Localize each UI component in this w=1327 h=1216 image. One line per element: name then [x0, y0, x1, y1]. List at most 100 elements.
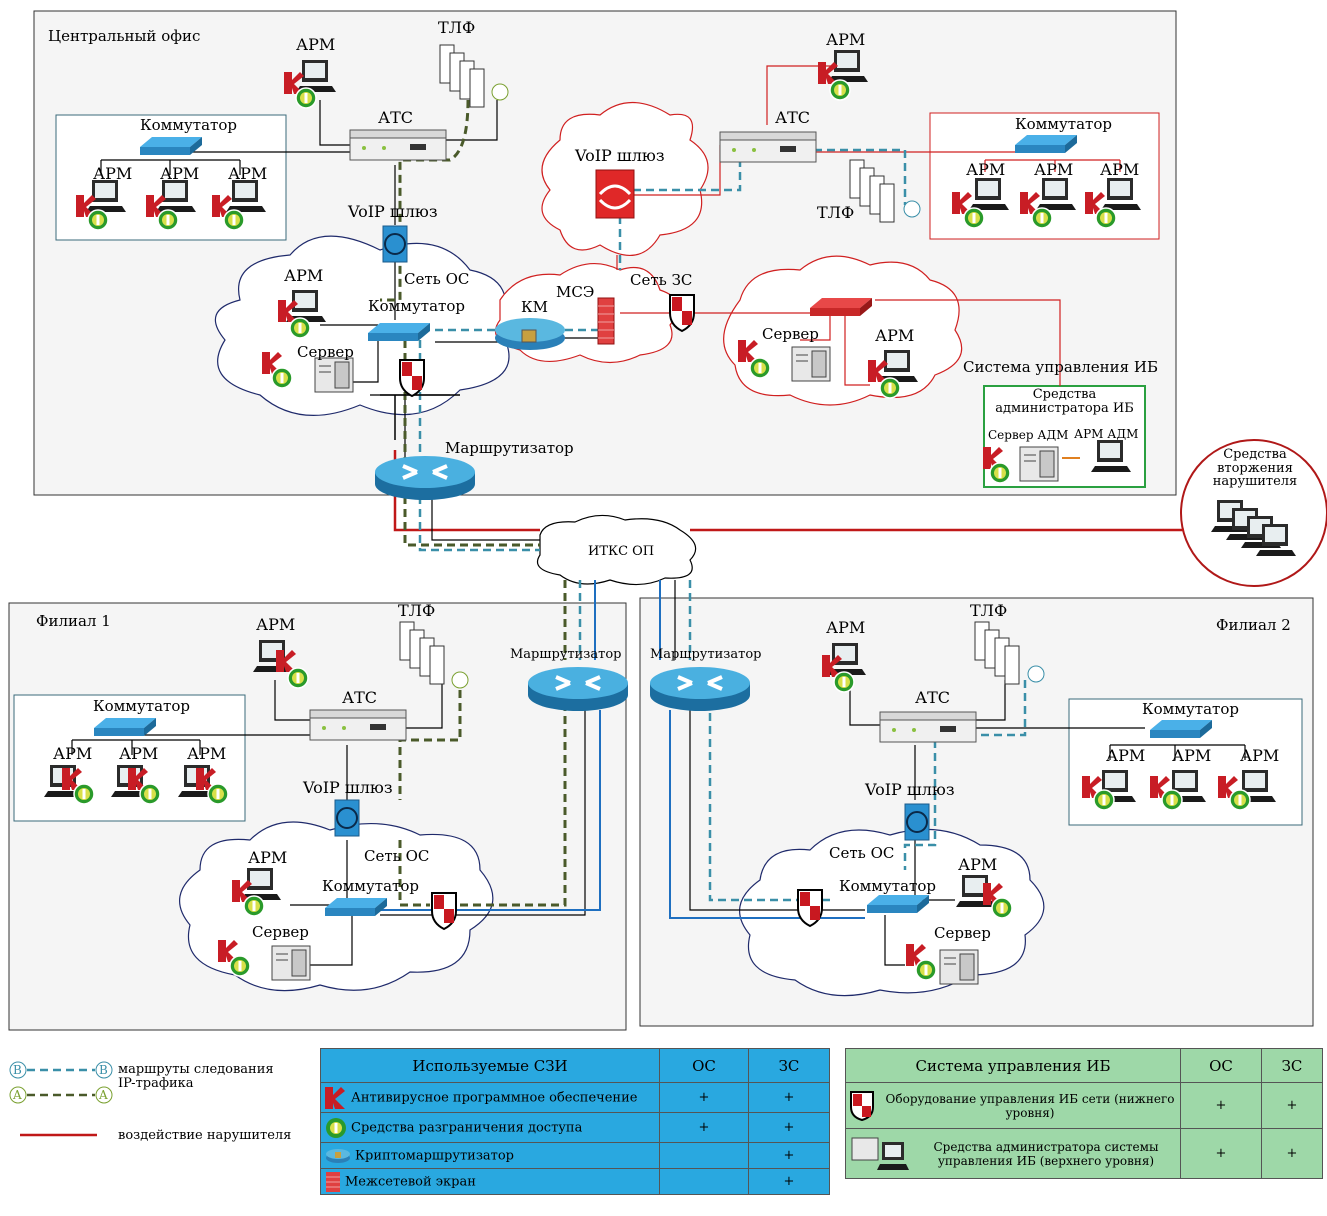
- crypto-router-icon: [326, 1148, 350, 1163]
- firewall-mse: [597, 297, 615, 345]
- arm-label: АРМ: [966, 160, 1006, 179]
- router-branch2: [648, 665, 752, 713]
- ib-row: Оборудование управления ИБ сети (нижнего…: [845, 1082, 1323, 1129]
- arm-label: АРМ: [826, 618, 866, 637]
- intruder-legend-text: воздействие нарушителя: [118, 1128, 292, 1143]
- ats-central-right: [719, 131, 817, 163]
- tlf-label: ТЛФ: [970, 601, 1008, 620]
- voip-red: [594, 168, 636, 220]
- admin-workstation-icon: [851, 1137, 909, 1170]
- szi-row-zs: +: [748, 1112, 830, 1143]
- arm-label: АРМ: [53, 744, 93, 763]
- shield-branch2: [797, 889, 823, 927]
- switch-os-branch2: [867, 895, 929, 913]
- szi-row: Межсетевой экран +: [320, 1168, 830, 1195]
- szi-row: Антивирусное программное обеспечение + +: [320, 1082, 830, 1113]
- net-os-label: Сеть ОС: [829, 844, 895, 862]
- ib-header-os: ОС: [1180, 1048, 1262, 1083]
- ats-central: [349, 129, 447, 161]
- branch1-title: Филиал 1: [36, 612, 111, 630]
- routes-legend-text: маршруты следования IP-трафика: [118, 1062, 274, 1092]
- voip-label: VoIP шлюз: [303, 778, 393, 797]
- szi-row-zs: +: [748, 1082, 830, 1113]
- arm-label: АРМ: [228, 164, 268, 183]
- server-adm-label: Сервер АДМ: [988, 428, 1069, 442]
- szi-row: Средства разграничения доступа + +: [320, 1112, 830, 1143]
- intruder-label: Средства вторжения нарушителя: [1212, 447, 1298, 490]
- arm-label: АРМ: [119, 744, 159, 763]
- szi-row: Криптомаршрутизатор +: [320, 1142, 830, 1169]
- ats-label: АТС: [342, 688, 378, 707]
- mse-label: МСЭ: [556, 283, 595, 301]
- ib-row-os: +: [1180, 1128, 1262, 1179]
- szi-row-zs: +: [748, 1142, 830, 1169]
- switch-central-left: [140, 137, 202, 155]
- arm-label: АРМ: [187, 744, 227, 763]
- switch-branch1-left: [94, 718, 156, 736]
- arm-label: АРМ: [1106, 746, 1146, 765]
- ib-header-name: Система управления ИБ: [845, 1048, 1181, 1083]
- ib-header-zs: ЗС: [1261, 1048, 1323, 1083]
- voip-label: VoIP шлюз: [575, 146, 665, 165]
- arm-label: АРМ: [248, 848, 288, 867]
- voip-branch2: [904, 803, 930, 841]
- szi-row-name: Антивирусное программное обеспечение: [351, 1090, 638, 1105]
- ats-label: АТС: [915, 688, 951, 707]
- voip-label: VoIP шлюз: [865, 780, 955, 799]
- router-label: Маршрутизатор: [650, 647, 762, 662]
- switch-label: Коммутатор: [1015, 115, 1112, 133]
- ib-admin-tools-label: Средства администратора ИБ: [995, 387, 1134, 416]
- arm-label: АРМ: [256, 615, 296, 634]
- szi-row-name: Средства разграничения доступа: [351, 1120, 583, 1135]
- central-office-title: Центральный офис: [48, 27, 201, 45]
- szi-row-os: +: [659, 1112, 749, 1143]
- switch-os-branch1: [325, 898, 387, 916]
- router-label: Маршрутизатор: [510, 647, 622, 662]
- voip-branch1: [334, 799, 360, 837]
- server-label: Сервер: [297, 343, 354, 361]
- arm-label: АРМ: [284, 266, 324, 285]
- tlf-label: ТЛФ: [438, 18, 476, 37]
- arm-label: АРМ: [1172, 746, 1212, 765]
- arm-label: АРМ: [1100, 160, 1140, 179]
- antivirus-icon: [325, 1086, 345, 1109]
- server-label: Сервер: [252, 923, 309, 941]
- voip-central: [382, 225, 408, 263]
- shield-icon: [850, 1090, 874, 1121]
- szi-row-os: [659, 1168, 749, 1195]
- switch-label: Коммутатор: [322, 877, 419, 895]
- szi-row-os: [659, 1142, 749, 1169]
- arm-label: АРМ: [958, 855, 998, 874]
- shield-branch1: [431, 892, 457, 930]
- ats-label: АТС: [775, 108, 811, 127]
- ats-label: АТС: [378, 108, 414, 127]
- km-label: КМ: [521, 298, 548, 316]
- switch-label: Коммутатор: [368, 297, 465, 315]
- itks-label: ИТКС ОП: [588, 544, 655, 559]
- switch-group-branch1: [13, 694, 246, 822]
- switch-label: Коммутатор: [93, 697, 190, 715]
- szi-header-zs: ЗС: [748, 1048, 830, 1083]
- ib-row-zs: +: [1261, 1082, 1323, 1129]
- switch-central-right: [1015, 135, 1077, 153]
- szi-row-zs: +: [748, 1168, 830, 1195]
- marker-a-left: A: [13, 1088, 22, 1102]
- voip-label: VoIP шлюз: [348, 202, 438, 221]
- marker-b-left: B: [13, 1063, 22, 1077]
- ib-system-label: Система управления ИБ: [963, 358, 1158, 376]
- firewall-icon: [326, 1171, 340, 1192]
- marker-a-right: A: [99, 1088, 108, 1102]
- ib-row: Средства администратора системы управлен…: [845, 1128, 1323, 1179]
- ats-branch2: [879, 711, 977, 743]
- cloud-zs-right: [723, 255, 963, 406]
- shield-zs: [669, 294, 695, 332]
- router-branch1: [526, 665, 630, 713]
- ib-row-name: Средства администратора системы управлен…: [933, 1139, 1159, 1168]
- marker-b-right: B: [99, 1063, 108, 1077]
- szi-row-os: +: [659, 1082, 749, 1113]
- arm-label: АРМ: [875, 326, 915, 345]
- ib-row-zs: +: [1261, 1128, 1323, 1179]
- arm-label: АРМ: [160, 164, 200, 183]
- switch-branch2-right: [1150, 720, 1212, 738]
